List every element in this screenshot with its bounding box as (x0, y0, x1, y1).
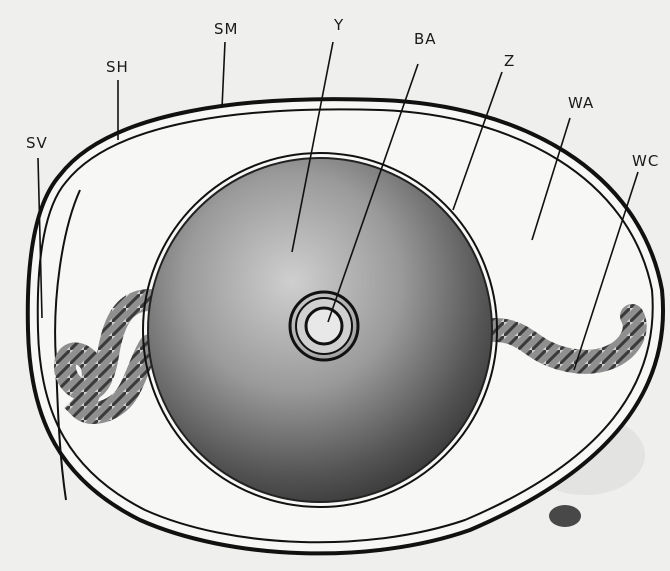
label-sm: SM (214, 20, 238, 38)
label-wa: WA (568, 94, 594, 112)
label-ba: BA (414, 30, 437, 48)
label-sv: SV (26, 134, 48, 152)
label-z: Z (504, 52, 515, 70)
label-y: Y (333, 16, 344, 34)
smudge (549, 505, 581, 527)
blastoderm-inner (306, 308, 342, 344)
label-sh: SH (106, 58, 129, 76)
label-wc: WC (632, 152, 659, 170)
